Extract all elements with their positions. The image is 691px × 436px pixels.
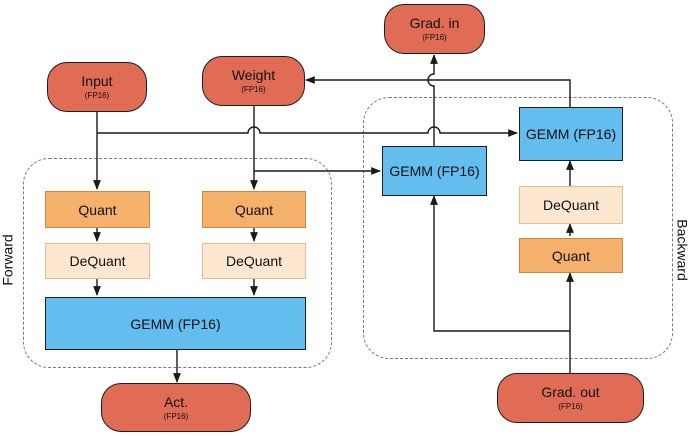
backward-region: [363, 97, 673, 359]
grad-out-label: Grad. out: [541, 384, 600, 400]
gemm-backward-right-box: GEMM (FP16): [519, 107, 623, 161]
quant-input-box: Quant: [45, 191, 150, 228]
dequant-weight-box: DeQuant: [202, 243, 306, 279]
grad-in-node: Grad. in (FP16): [384, 4, 485, 54]
weight-precision: (FP16): [241, 85, 266, 94]
wire-gemm-grad-in: [427, 54, 438, 146]
wire-input-gemm-backward: [97, 126, 518, 137]
dequant-input-box: DeQuant: [45, 243, 150, 279]
gemm-forward-box: GEMM (FP16): [45, 297, 306, 350]
weight-node: Weight (FP16): [202, 56, 305, 106]
grad-in-precision: (FP16): [422, 33, 447, 42]
wire-grad-out-gemm-backward: [430, 195, 570, 332]
grad-out-precision: (FP16): [558, 402, 583, 411]
grad-out-node: Grad. out (FP16): [497, 373, 644, 423]
quant-backward-box: Quant: [519, 238, 623, 273]
grad-in-label: Grad. in: [409, 15, 460, 31]
act-label: Act.: [163, 393, 189, 410]
act-precision: (FP16): [163, 411, 189, 421]
input-node: Input (FP16): [47, 62, 147, 112]
input-precision: (FP16): [84, 91, 110, 100]
wire-gemm-weight: [305, 76, 571, 107]
weight-label: Weight: [231, 67, 276, 83]
act-node: Act. (FP16): [101, 383, 251, 432]
quant-weight-box: Quant: [202, 191, 306, 228]
dequant-backward-box: DeQuant: [519, 186, 623, 224]
input-label: Input: [81, 73, 113, 89]
gemm-backward-left-box: GEMM (FP16): [382, 146, 487, 196]
